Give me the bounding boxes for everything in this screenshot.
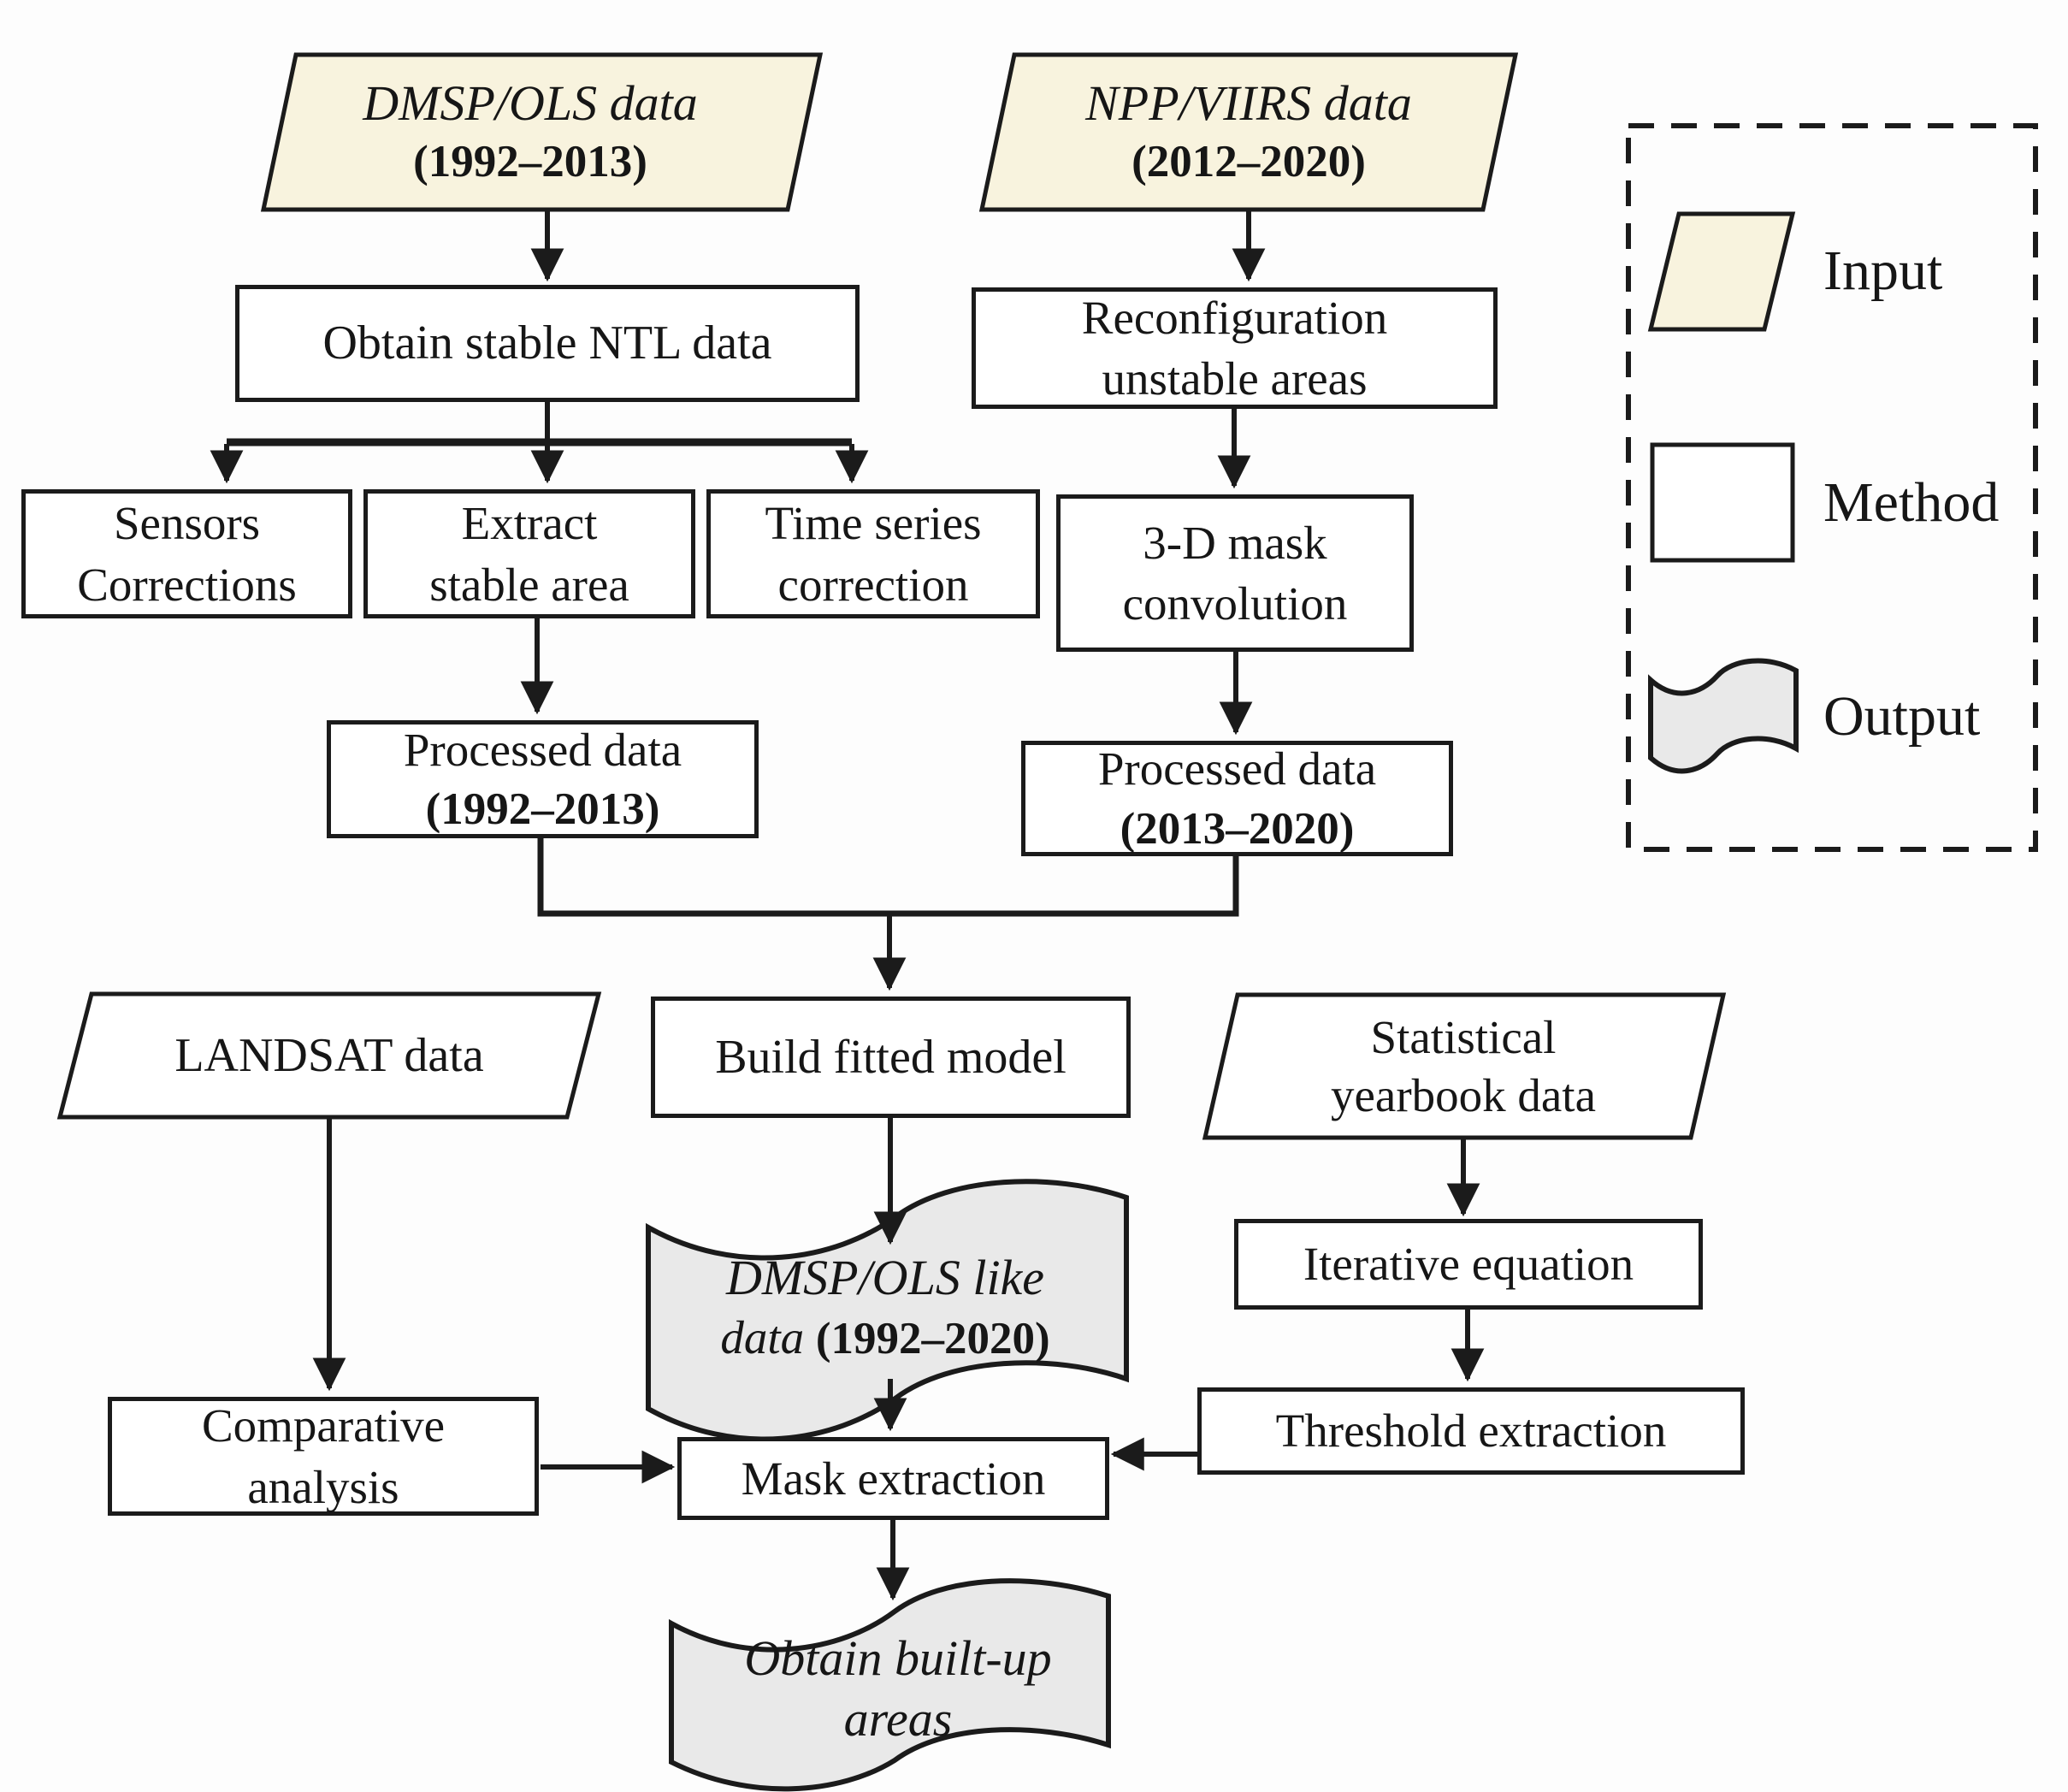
legend-method-label: Method	[1823, 471, 2000, 534]
node-label: Obtain built-up	[744, 1630, 1052, 1687]
legend-input-icon	[1647, 211, 1796, 332]
node-label: Mask extraction	[741, 1452, 1046, 1505]
node-label2: yearbook data	[1331, 1068, 1596, 1121]
node-obtain-stable-ntl: Obtain stable NTL data	[235, 285, 860, 402]
node-label2-bold: (1992–2020)	[815, 1313, 1050, 1363]
node-label: Reconfiguration	[1081, 291, 1388, 344]
node-landsat-data: LANDSAT data	[73, 994, 586, 1117]
node-statistical-yearbook-data: Statistical yearbook data	[1219, 995, 1708, 1138]
node-label2: correction	[777, 558, 969, 611]
node-label: NPP/VIIRS data	[1085, 75, 1412, 132]
node-label: Build fitted model	[715, 1030, 1066, 1084]
input-parallelogram-statistical	[1202, 992, 1727, 1140]
input-parallelogram-landsat	[56, 991, 602, 1120]
node-sensors-corrections: Sensors Corrections	[21, 489, 352, 618]
node-time-series-correction: Time series correction	[706, 489, 1040, 618]
node-label: Extract	[461, 497, 598, 549]
input-parallelogram-dmsp	[260, 52, 824, 212]
node-dmsp-data: DMSP/OLS data (1992–2013)	[274, 58, 787, 205]
node-processed-data-2013-2020: Processed data (2013–2020)	[1021, 741, 1453, 856]
node-label: Comparative	[201, 1399, 446, 1452]
node-processed-data-1992-2013: Processed data (1992–2013)	[327, 720, 759, 838]
node-label2-italic: data	[720, 1310, 816, 1363]
node-label2: unstable areas	[1102, 352, 1368, 405]
node-extract-stable-area: Extract stable area	[363, 489, 695, 618]
node-label: Processed data	[1097, 742, 1377, 795]
input-parallelogram-npp	[978, 52, 1519, 212]
node-label: Sensors	[113, 497, 261, 549]
node-comparative-analysis: Comparative analysis	[108, 1397, 539, 1516]
node-label2: stable area	[429, 558, 629, 611]
node-sublabel: (2013–2020)	[1120, 803, 1355, 854]
node-label2: convolution	[1122, 577, 1348, 630]
node-label: Processed data	[403, 723, 682, 776]
node-sublabel: (1992–2013)	[413, 137, 647, 187]
node-label2: Corrections	[77, 558, 297, 611]
node-dmsp-ols-like-data: DMSP/OLS like data (1992–2020)	[667, 1204, 1103, 1410]
output-flag-dmsp-like	[646, 1179, 1129, 1442]
legend-output-icon	[1648, 658, 1799, 774]
node-label: LANDSAT data	[174, 1028, 484, 1082]
node-mask-extraction: Mask extraction	[677, 1437, 1109, 1520]
node-3d-mask-convolution: 3-D mask convolution	[1056, 494, 1414, 652]
legend-output-label: Output	[1823, 685, 1981, 748]
node-label: Threshold extraction	[1275, 1405, 1667, 1458]
legend-input-label: Input	[1823, 240, 1943, 302]
node-iterative-equation: Iterative equation	[1234, 1219, 1703, 1310]
node-label2: areas	[843, 1691, 953, 1747]
node-npp-data: NPP/VIIRS data (2012–2020)	[992, 58, 1505, 205]
node-label: DMSP/OLS like	[725, 1249, 1045, 1305]
node-sublabel: (1992–2013)	[425, 784, 660, 835]
output-flag-obtain-builtup	[669, 1578, 1111, 1792]
node-label: DMSP/OLS data	[363, 75, 698, 132]
node-label: 3-D mask	[1143, 516, 1327, 569]
node-label: Time series	[765, 497, 982, 549]
node-threshold-extraction: Threshold extraction	[1197, 1387, 1745, 1475]
legend-method-icon	[1650, 442, 1795, 563]
legend-box	[1626, 123, 2038, 852]
node-label: Statistical	[1370, 1011, 1557, 1064]
node-label2: analysis	[247, 1460, 399, 1513]
node-label2: data (1992–2020)	[720, 1309, 1049, 1367]
node-reconfiguration: Reconfiguration unstable areas	[972, 287, 1498, 409]
node-build-fitted-model: Build fitted model	[651, 997, 1131, 1118]
node-sublabel: (2012–2020)	[1131, 137, 1366, 187]
connector-arrows	[210, 211, 1485, 1601]
node-obtain-builtup-areas: Obtain built-up areas	[684, 1608, 1112, 1771]
node-label: Iterative equation	[1303, 1238, 1634, 1291]
node-label: Obtain stable NTL data	[322, 316, 772, 370]
